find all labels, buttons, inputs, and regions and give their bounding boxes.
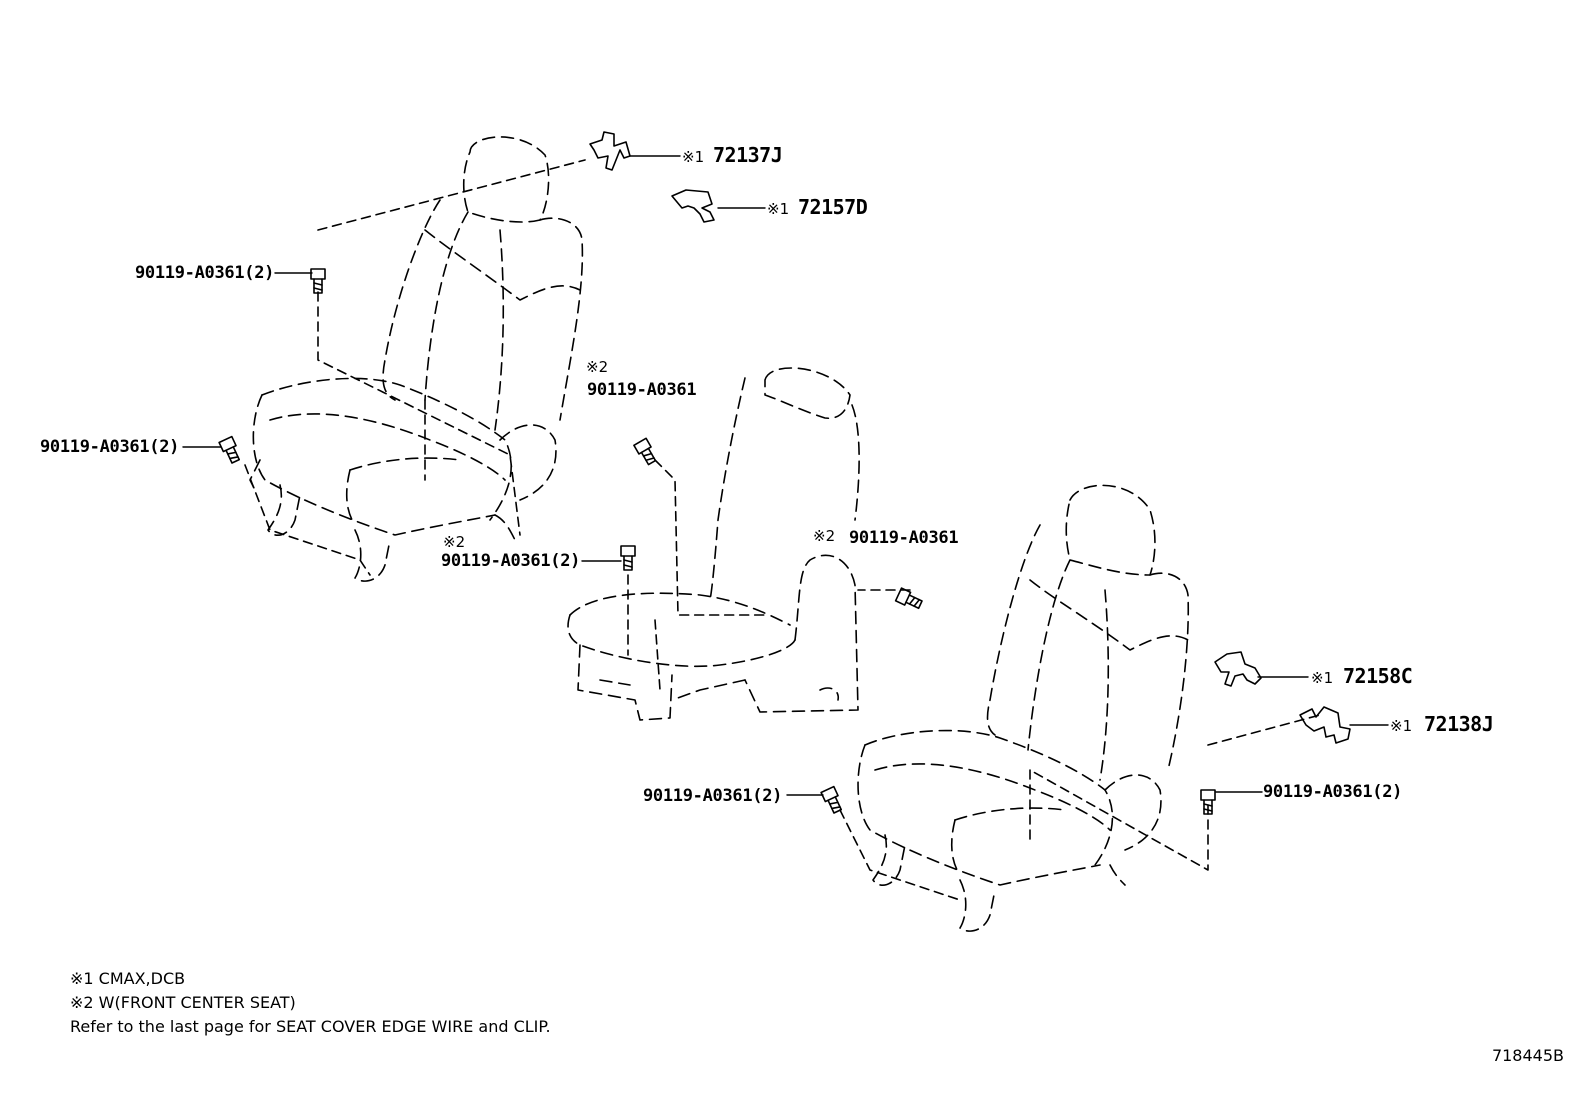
clip-icon — [589, 131, 631, 171]
note-marker: ※1 — [767, 200, 790, 218]
figure-id: 718445B — [1491, 1046, 1564, 1065]
bolt-icon — [218, 435, 241, 464]
clip-icon — [1299, 706, 1351, 744]
center-seat-drawing — [567, 367, 860, 721]
clip-icon — [671, 189, 715, 223]
part-label-bolt: 90119-A0361 — [587, 380, 697, 400]
center-seat-guides — [627, 459, 911, 691]
part-label-72158c: 72158C — [1343, 664, 1413, 688]
part-label-bolt: 90119-A0361 — [849, 528, 959, 548]
note-marker: ※1 — [1311, 669, 1334, 687]
left-seat-drawing — [249, 136, 584, 582]
bolt-icon — [820, 785, 843, 814]
bolt-icon — [1200, 789, 1216, 815]
note-marker: ※2 — [586, 358, 609, 376]
bolt-icons — [218, 268, 1216, 815]
footnote-2: ※2 W(FRONT CENTER SEAT) — [70, 993, 296, 1012]
part-label-bolt: 90119-A0361(2) — [40, 437, 180, 457]
right-seat-drawing — [857, 484, 1190, 932]
note-marker: ※2 — [813, 527, 836, 545]
bolt-icon — [633, 437, 657, 466]
footnote-1: ※1 CMAX,DCB — [70, 969, 186, 988]
part-label-bolt: 90119-A0361(2) — [135, 263, 275, 283]
part-label-bolt: 90119-A0361(2) — [643, 786, 783, 806]
note-marker: ※1 — [1390, 717, 1413, 735]
part-label-72137j: 72137J — [713, 143, 783, 167]
note-marker: ※2 — [443, 533, 466, 551]
clip-icon — [1214, 651, 1262, 687]
part-label-72138j: 72138J — [1424, 712, 1494, 736]
note-marker: ※1 — [682, 148, 705, 166]
footnotes: ※1 CMAX,DCB ※2 W(FRONT CENTER SEAT) Refe… — [70, 967, 551, 1039]
right-seat-guides — [839, 714, 1321, 901]
bolt-icon — [620, 545, 636, 571]
footnote-3: Refer to the last page for SEAT COVER ED… — [70, 1017, 551, 1036]
part-label-bolt: 90119-A0361(2) — [1263, 782, 1403, 802]
clip-icons — [589, 131, 1351, 744]
part-label-72157d: 72157D — [798, 195, 868, 219]
bolt-icon — [310, 268, 326, 294]
leader-lines — [182, 155, 1389, 796]
part-label-bolt: 90119-A0361(2) — [441, 551, 581, 571]
bolt-icon — [894, 587, 923, 610]
left-seat-guides — [244, 159, 586, 576]
